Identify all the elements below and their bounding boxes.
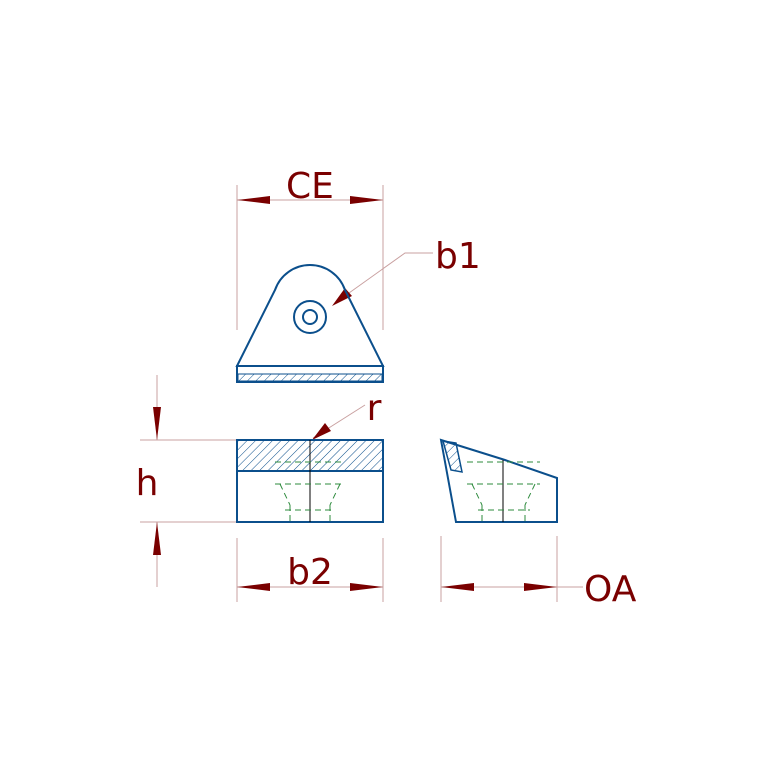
front-view: h r b2 <box>136 375 384 602</box>
oa-arrow-left <box>441 583 474 591</box>
side-view-hatch <box>441 440 463 473</box>
ce-arrow-right <box>350 196 383 204</box>
ce-arrow-left <box>237 196 270 204</box>
front-view-hidden-hole <box>275 461 345 522</box>
top-view-outline <box>235 264 385 367</box>
ce-label: CE <box>286 166 334 207</box>
b2-arrow-left <box>237 583 270 591</box>
inner-hole-icon <box>302 309 318 325</box>
top-view: CE b1 <box>235 166 481 383</box>
r-label: r <box>367 388 382 429</box>
b2-arrow-right <box>350 583 383 591</box>
r-arrow <box>312 423 331 440</box>
top-view-base-hatch <box>237 373 383 382</box>
oa-label: OA <box>584 569 637 610</box>
top-view-base <box>236 365 384 383</box>
side-view: OA <box>439 438 637 610</box>
b1-label: b1 <box>435 236 481 277</box>
h-label: h <box>136 463 159 504</box>
b1-leader <box>334 252 433 304</box>
b2-label: b2 <box>287 552 333 593</box>
side-view-hidden-hole <box>467 461 540 522</box>
h-arrow-bottom <box>153 522 161 555</box>
outer-hole-icon <box>293 300 327 334</box>
h-arrow-top <box>153 407 161 440</box>
side-view-outline <box>439 438 558 523</box>
oa-arrow-right <box>524 583 557 591</box>
